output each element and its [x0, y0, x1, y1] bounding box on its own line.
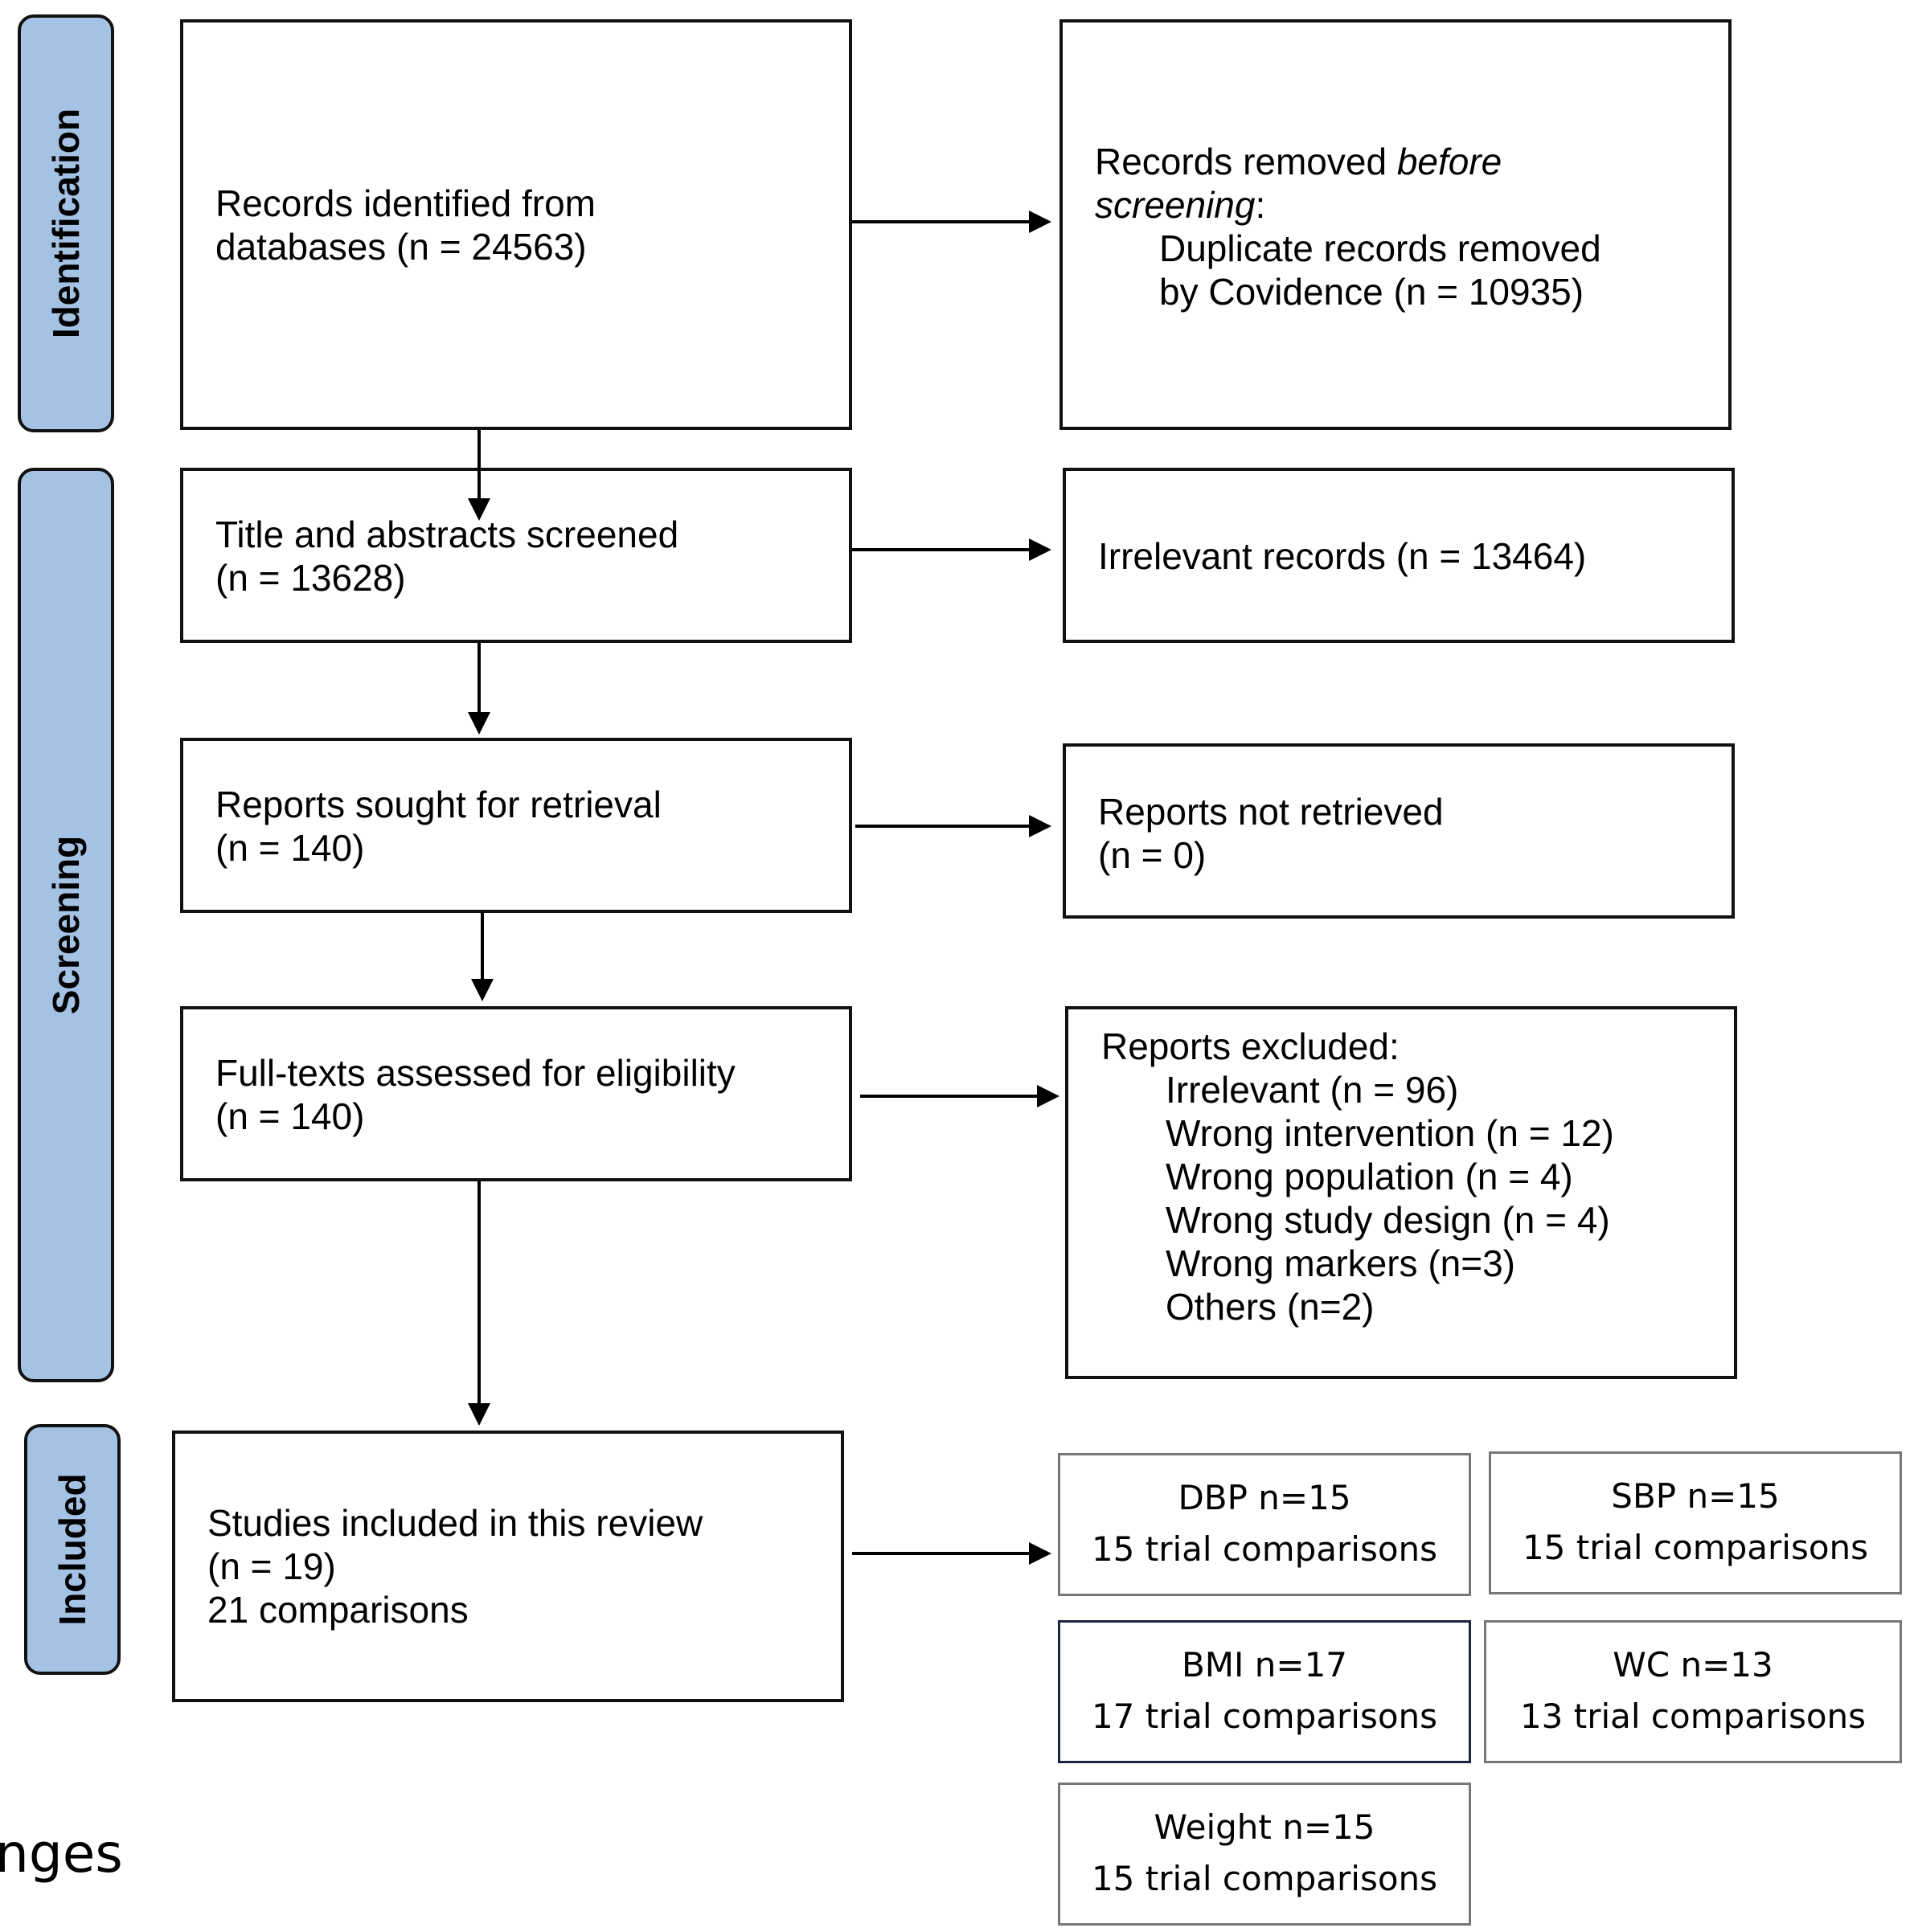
studies-included-line-3: 21 comparisons — [207, 1589, 469, 1631]
title-abstracts-line-1: Title and abstracts screened — [215, 514, 679, 555]
reports-sought-line-1: Reports sought for retrieval — [215, 784, 662, 825]
reports-sought-line-2: (n = 140) — [215, 827, 365, 869]
cropped-text-fragment: nges — [0, 1823, 123, 1885]
irrelevant-records-box — [1063, 468, 1735, 643]
title-abstracts-text: Title and abstracts screened (n = 13628) — [215, 513, 678, 600]
title-abstracts-box — [180, 468, 852, 643]
records-identified-line-2: databases (n = 24563) — [215, 226, 587, 268]
reports-excluded-text: Reports excluded: Irrelevant (n = 96) Wr… — [1101, 1025, 1614, 1328]
irrelevant-records-line-1: Irrelevant records (n = 13464) — [1098, 535, 1587, 577]
outcome-bmi-sub: 17 trial comparisons — [1091, 1697, 1438, 1736]
arrowhead-icon — [1029, 211, 1051, 233]
reports-excluded-title: Reports excluded: — [1101, 1025, 1400, 1067]
phase-included-bar: Included — [24, 1424, 121, 1675]
outcome-dbp-title: DBP n=15 — [1178, 1478, 1351, 1517]
arrowhead-icon — [1029, 815, 1051, 837]
outcome-bmi-box: BMI n=17 17 trial comparisons — [1058, 1620, 1471, 1763]
reports-excluded-item: Wrong markers (n=3) — [1166, 1242, 1516, 1284]
phase-screening-bar: Screening — [18, 468, 114, 1382]
full-texts-line-1: Full-texts assessed for eligibility — [215, 1052, 736, 1094]
records-removed-text: Records removed before screening: Duplic… — [1095, 140, 1601, 313]
outcome-wc-title: WC n=13 — [1613, 1645, 1773, 1684]
full-texts-text: Full-texts assessed for eligibility (n =… — [215, 1051, 736, 1138]
arrowhead-icon — [471, 979, 494, 1001]
outcome-sbp-sub: 15 trial comparisons — [1522, 1528, 1869, 1567]
irrelevant-records-text: Irrelevant records (n = 13464) — [1098, 534, 1586, 578]
reports-not-retrieved-line-2: (n = 0) — [1098, 834, 1207, 876]
records-removed-line-4: by Covidence (n = 10935) — [1159, 271, 1584, 313]
outcome-sbp-title: SBP n=15 — [1611, 1476, 1780, 1516]
records-removed-box — [1059, 19, 1732, 430]
arrowhead-icon — [468, 498, 490, 521]
outcome-weight-sub: 15 trial comparisons — [1091, 1859, 1438, 1898]
reports-not-retrieved-text: Reports not retrieved (n = 0) — [1098, 790, 1444, 877]
arrowhead-icon — [468, 712, 490, 735]
arrowhead-icon — [1029, 1542, 1051, 1565]
phase-identification-bar: Identification — [18, 14, 114, 432]
reports-excluded-item: Irrelevant (n = 96) — [1166, 1069, 1459, 1111]
studies-included-box — [172, 1431, 844, 1702]
title-abstracts-line-2: (n = 13628) — [215, 557, 406, 599]
reports-sought-box — [180, 738, 852, 913]
arrowhead-icon — [1029, 538, 1051, 561]
reports-excluded-item: Wrong intervention (n = 12) — [1166, 1112, 1614, 1154]
reports-not-retrieved-line-1: Reports not retrieved — [1098, 791, 1444, 833]
records-removed-line-2: screening: — [1095, 184, 1266, 226]
full-texts-box — [180, 1006, 852, 1181]
reports-excluded-item: Wrong study design (n = 4) — [1166, 1199, 1610, 1241]
studies-included-line-2: (n = 19) — [207, 1545, 336, 1587]
reports-excluded-box — [1065, 1006, 1737, 1379]
arrowhead-icon — [468, 1403, 490, 1426]
records-removed-line-1: Records removed before — [1095, 141, 1502, 182]
studies-included-text: Studies included in this review (n = 19)… — [207, 1501, 703, 1631]
reports-excluded-item: Others (n=2) — [1166, 1286, 1375, 1328]
studies-included-line-1: Studies included in this review — [207, 1502, 703, 1544]
outcome-dbp-sub: 15 trial comparisons — [1091, 1529, 1438, 1569]
records-removed-line-3: Duplicate records removed — [1159, 227, 1601, 269]
records-identified-box — [180, 19, 852, 430]
records-identified-text: Records identified from databases (n = 2… — [215, 182, 596, 268]
outcome-wc-sub: 13 trial comparisons — [1519, 1697, 1867, 1736]
outcome-weight-box: Weight n=15 15 trial comparisons — [1058, 1783, 1471, 1926]
outcome-bmi-title: BMI n=17 — [1181, 1645, 1348, 1684]
outcome-sbp-box: SBP n=15 15 trial comparisons — [1489, 1451, 1902, 1594]
reports-excluded-item: Wrong population (n = 4) — [1166, 1156, 1573, 1197]
arrowhead-icon — [1037, 1085, 1059, 1107]
outcome-weight-title: Weight n=15 — [1154, 1807, 1375, 1847]
reports-not-retrieved-box — [1063, 743, 1735, 919]
records-identified-line-1: Records identified from — [215, 182, 596, 224]
outcome-wc-box: WC n=13 13 trial comparisons — [1484, 1620, 1902, 1763]
outcome-dbp-box: DBP n=15 15 trial comparisons — [1058, 1453, 1471, 1596]
full-texts-line-2: (n = 140) — [215, 1095, 365, 1137]
reports-sought-text: Reports sought for retrieval (n = 140) — [215, 783, 662, 870]
